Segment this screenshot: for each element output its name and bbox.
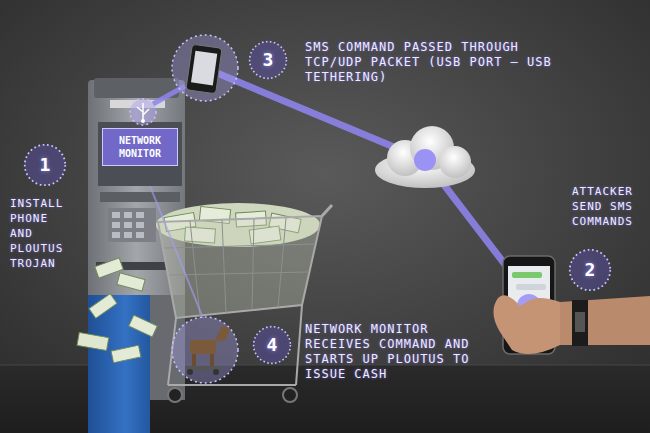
attacker-hand-phone (516, 284, 546, 290)
atm-machine (124, 232, 132, 238)
step-description: ATTACKER SEND SMS COMMANDS (572, 184, 644, 229)
shopping-cart (164, 218, 315, 316)
cash-bills (111, 345, 141, 363)
atm-machine (136, 232, 144, 238)
callout-ring (25, 145, 65, 185)
atm-machine (112, 212, 120, 218)
callout-circle: 3 (248, 40, 288, 80)
cash-bills (117, 273, 145, 291)
callout-circle: 4 (252, 325, 292, 365)
shopping-cart (283, 388, 297, 402)
installed-phone-icon (172, 35, 238, 101)
callout-ring (254, 327, 291, 364)
attacker-hand-phone (560, 296, 650, 345)
callout-number: 2 (585, 261, 596, 279)
shopping-cart (168, 388, 182, 402)
cloud (414, 149, 436, 171)
atm-machine (124, 222, 132, 228)
callout-circle: 2 (568, 248, 612, 292)
attacker-hand-phone (512, 272, 542, 278)
attacker-hand-phone (575, 312, 585, 332)
cloud (375, 126, 475, 188)
monitor-screen-box: NETWORK MONITOR (102, 128, 178, 166)
atm-machine (108, 208, 156, 242)
shopping-cart (190, 221, 200, 316)
atm-machine (100, 192, 180, 202)
atm-machine (136, 212, 144, 218)
usb-port-icon (137, 107, 143, 112)
shopping-cart (278, 218, 286, 307)
trojan-horse-icon (190, 340, 216, 354)
installed-phone-icon (191, 51, 217, 86)
attacker-hand-phone (572, 300, 588, 346)
step-description: NETWORK MONITOR RECEIVES COMMAND AND STA… (305, 322, 490, 382)
atm-machine (112, 212, 144, 238)
shopping-cart (252, 219, 254, 310)
cash-bills (77, 258, 157, 363)
attacker-hand-phone (493, 295, 560, 354)
trojan-horse-icon (187, 369, 193, 375)
atm-machine (124, 212, 132, 218)
shopping-cart (168, 384, 296, 386)
trojan-horse-icon (214, 326, 230, 342)
cash-bills (129, 315, 158, 337)
usb-port-icon (130, 99, 156, 125)
trojan-horse-icon (172, 317, 238, 383)
callout-ring (250, 42, 287, 79)
installed-phone-icon (172, 35, 238, 101)
box-label: NETWORK MONITOR (107, 134, 173, 160)
trojan-horse-icon (192, 354, 196, 366)
signal-lines (150, 68, 526, 318)
callout-ring (570, 250, 610, 290)
callout-number: 1 (40, 156, 51, 174)
step-description: SMS COMMAND PASSED THROUGH TCP/UDP PACKE… (305, 40, 555, 85)
trojan-horse-icon (172, 317, 238, 383)
shopping-cart (169, 272, 309, 275)
callout-circle: 1 (23, 143, 67, 187)
callout-number: 4 (267, 336, 278, 354)
trojan-horse-icon (210, 354, 214, 366)
atm-machine (98, 122, 182, 186)
usb-port-icon (130, 99, 156, 125)
shopping-cart (222, 220, 226, 313)
cash-bills (77, 332, 109, 350)
usb-port-icon (141, 119, 145, 123)
signal-lines (150, 186, 203, 318)
atm-machine (112, 222, 120, 228)
shopping-cart (296, 305, 302, 385)
trojan-horse-icon (213, 369, 219, 375)
callout-number: 3 (263, 51, 274, 69)
shopping-cart (322, 205, 332, 216)
installed-phone-icon (186, 44, 222, 94)
atm-machine (136, 222, 144, 228)
cloud (439, 146, 471, 178)
shopping-cart (164, 244, 315, 248)
usb-port-icon (143, 109, 149, 115)
step-description: INSTALL PHONE AND PLOUTUS TROJAN (10, 196, 72, 271)
signal-lines (205, 68, 526, 292)
atm-machine (112, 232, 120, 238)
cash-bills (89, 294, 117, 319)
